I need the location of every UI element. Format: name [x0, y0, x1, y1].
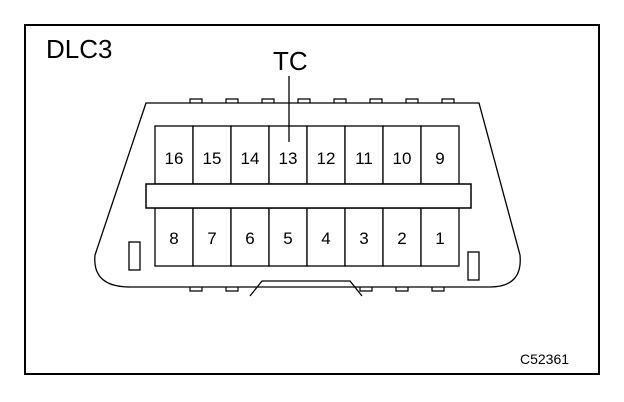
connector-housing	[94, 102, 521, 288]
pin-cell-13	[268, 125, 308, 185]
pin-12: 12	[306, 125, 346, 185]
pin-number-11: 11	[355, 149, 373, 168]
pin-number-3: 3	[359, 229, 368, 248]
pin-number-14: 14	[241, 149, 260, 168]
pin-3: 3	[344, 207, 384, 267]
pin-cell-16	[154, 125, 194, 185]
pin-6: 6	[230, 207, 270, 267]
pin-11: 11	[344, 125, 384, 185]
pin-number-1: 1	[435, 229, 444, 248]
top-pin-row: 16 15 14 13 12 11 10 9	[154, 125, 460, 185]
pin-number-8: 8	[169, 229, 178, 248]
pin-15: 15	[192, 125, 232, 185]
pin-14: 14	[230, 125, 270, 185]
pin-cell-1	[420, 207, 460, 267]
bottom-notches	[189, 287, 445, 292]
pin-number-9: 9	[435, 149, 444, 168]
pin-number-13: 13	[279, 149, 298, 168]
top-notches	[189, 98, 455, 103]
pin-number-4: 4	[321, 229, 330, 248]
pin-number-7: 7	[207, 229, 216, 248]
pin-16: 16	[154, 125, 194, 185]
pin-number-6: 6	[245, 229, 254, 248]
left-latch-slot	[128, 241, 141, 271]
pin-number-12: 12	[317, 149, 336, 168]
keying-tab	[249, 280, 363, 297]
pin-1: 1	[420, 207, 460, 267]
diagram-title: DLC3	[46, 34, 113, 64]
pin-number-16: 16	[165, 149, 184, 168]
pin-7: 7	[192, 207, 232, 267]
pin-10: 10	[382, 125, 422, 185]
pin-2: 2	[382, 207, 422, 267]
pin-number-5: 5	[283, 229, 292, 248]
tc-callout-label: TC	[273, 46, 308, 76]
pin-number-10: 10	[393, 149, 412, 168]
pin-cell-15	[192, 125, 232, 185]
pin-13: 13	[268, 125, 308, 185]
figure-frame	[24, 24, 600, 375]
pin-cell-5	[268, 207, 308, 267]
pin-cell-12	[306, 125, 346, 185]
pin-number-15: 15	[203, 149, 222, 168]
pin-9: 9	[420, 125, 460, 185]
pin-number-2: 2	[397, 229, 406, 248]
pin-8: 8	[154, 207, 194, 267]
center-separator-bar	[145, 183, 472, 209]
pin-5: 5	[268, 207, 308, 267]
figure-code: C52361	[520, 351, 570, 367]
bottom-pin-row: 8 7 6 5 4 3 2 1	[154, 207, 460, 267]
pin-4: 4	[306, 207, 346, 267]
right-latch-slot	[467, 251, 480, 281]
pin-cell-4	[306, 207, 346, 267]
pin-cell-7	[192, 207, 232, 267]
pin-cell-2	[382, 207, 422, 267]
